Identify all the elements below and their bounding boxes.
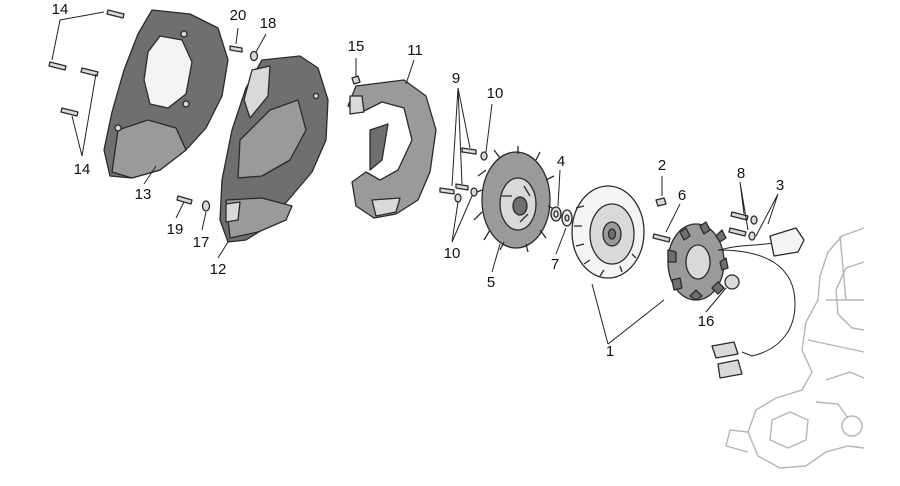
part-10-washers	[454, 151, 488, 203]
part-1-flywheel-rotor	[571, 185, 645, 279]
part-20-screw	[229, 45, 243, 53]
part-5-cooling-fan	[471, 146, 557, 253]
callout-label-16: 16	[698, 313, 715, 330]
callout-label-14-top: 14	[52, 1, 69, 18]
callout-label-9: 9	[452, 70, 460, 87]
part-8-screws	[728, 211, 749, 237]
engine-crankcase-outline	[725, 227, 865, 469]
callout-label-8: 8	[737, 165, 745, 182]
callout-label-15: 15	[348, 38, 365, 55]
part-4-washer	[550, 206, 562, 222]
callout-label-17: 17	[193, 234, 210, 251]
part-2-woodruff-key	[655, 197, 667, 207]
part-15-nut	[351, 75, 361, 85]
part-14-screws	[48, 9, 125, 117]
callout-label-12: 12	[210, 261, 227, 278]
callout-label-1: 1	[606, 343, 614, 360]
callout-label-4: 4	[557, 153, 565, 170]
part-3-washers	[748, 215, 758, 241]
part-16-stator	[667, 221, 805, 379]
callout-label-19: 19	[167, 221, 184, 238]
callout-label-10-top: 10	[487, 85, 504, 102]
part-9-screws	[439, 147, 477, 195]
part-6-screw	[652, 233, 671, 243]
callout-label-11: 11	[407, 42, 423, 59]
callout-label-13: 13	[135, 186, 152, 203]
callout-label-20: 20	[230, 7, 247, 24]
part-11-inner-fan-cowl	[347, 79, 437, 219]
leader-lines	[51, 11, 779, 345]
callout-label-18: 18	[260, 15, 277, 32]
callout-label-3: 3	[776, 177, 784, 194]
part-19-screw	[176, 195, 193, 205]
callout-labels: 1 2 3 4 5 6 7 8 9 10 10 11 12 13 14 14 1…	[52, 1, 785, 360]
callout-label-5: 5	[487, 274, 495, 291]
callout-label-7: 7	[551, 256, 559, 273]
part-7-nut	[561, 209, 573, 227]
part-12-fan-housing	[219, 55, 329, 243]
part-13-outer-shroud-cover	[103, 9, 229, 179]
callout-label-10-bottom: 10	[444, 245, 461, 262]
callout-label-14-bottom: 14	[74, 161, 91, 178]
callout-label-6: 6	[678, 187, 686, 204]
callout-label-2: 2	[658, 157, 666, 174]
part-17-washer	[201, 200, 211, 212]
part-18-washer	[249, 50, 259, 62]
